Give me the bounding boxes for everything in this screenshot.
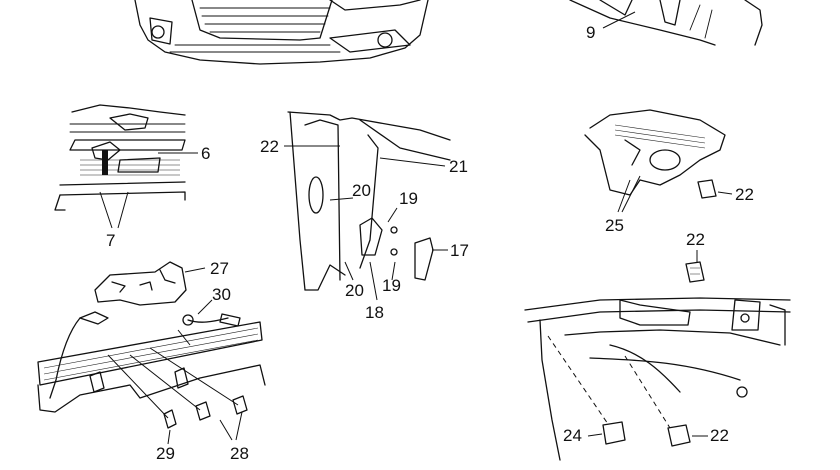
callout-19-upper: 19 [399,189,418,208]
callout-17: 17 [450,241,469,260]
hood-hinge-illustration [569,0,763,46]
callout-25: 25 [605,216,624,235]
callout-6: 6 [201,144,210,163]
callout-30: 30 [212,285,231,304]
callout-7: 7 [106,231,115,250]
callout-27: 27 [210,259,229,278]
callout-20-upper: 20 [352,181,371,200]
callout-22-arch: 22 [710,426,729,445]
callout-22-wing: 22 [735,185,754,204]
callout-9: 9 [586,23,595,42]
front-bumper-illustration [134,0,429,65]
callout-labels: 9 6 7 22 21 20 19 17 20 19 18 22 25 22 2… [106,23,754,463]
callout-18: 18 [365,303,384,322]
callout-24: 24 [563,426,582,445]
wing-panel-illustration [584,109,726,199]
front-frame-illustration [287,111,451,291]
callout-22-frame: 22 [260,137,279,156]
hood-lock-illustration [54,104,186,211]
callout-29: 29 [156,444,175,463]
release-lever-illustration [37,261,266,429]
callout-22-bay: 22 [686,230,705,249]
callout-19-lower: 19 [382,276,401,295]
callout-28: 28 [230,444,249,463]
leader-lines [99,11,733,445]
wheel-arch-illustration [524,261,791,461]
callout-20-lower: 20 [345,281,364,300]
callout-21: 21 [449,157,468,176]
